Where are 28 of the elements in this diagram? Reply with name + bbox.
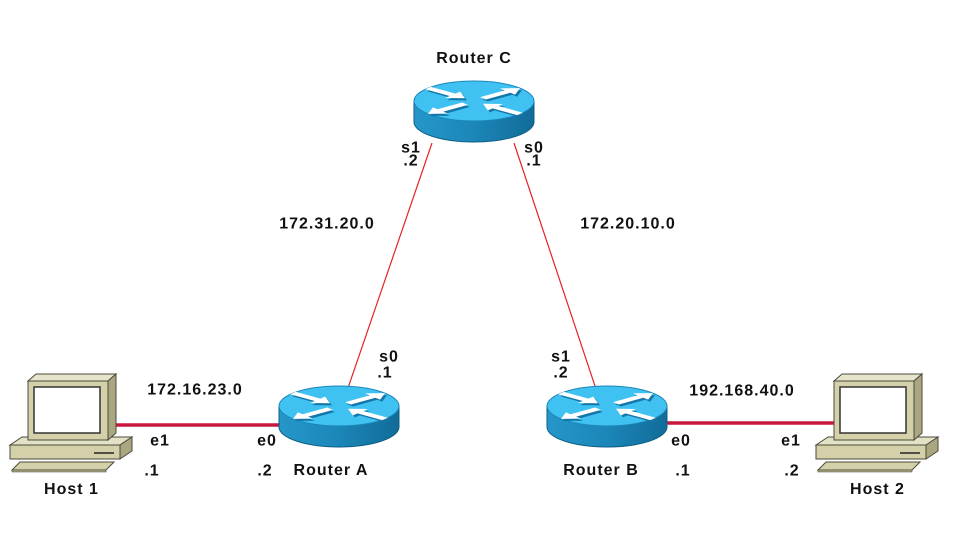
interface-label: e1 [781, 434, 801, 448]
interface-label: s0 [379, 350, 399, 364]
interface-label: .1 [144, 464, 160, 478]
node-label: Router C [436, 51, 512, 66]
interface-label: e1 [150, 434, 170, 448]
interface-label: e0 [257, 434, 277, 448]
edge-label: 172.31.20.0 [278, 216, 376, 232]
interface-label: .2 [553, 366, 569, 380]
interface-label: .1 [526, 154, 542, 168]
interface-label: .2 [403, 154, 419, 168]
interface-label: .1 [675, 464, 691, 478]
network-link [347, 142, 433, 388]
network-link [667, 421, 834, 425]
interface-label: e0 [671, 434, 691, 448]
edge-label: 172.16.23.0 [146, 382, 244, 398]
interface-label: s0 [524, 140, 544, 156]
interface-label: .2 [784, 464, 800, 478]
node-label: Host 1 [44, 482, 99, 497]
interface-label: .2 [257, 464, 273, 478]
edge-label: 192.168.40.0 [688, 384, 796, 398]
node-label: Host 2 [850, 482, 905, 497]
interface-label: s1 [401, 140, 421, 156]
edge-label: 172.20.10.0 [579, 216, 677, 232]
network-link [116, 423, 279, 427]
interface-label: .1 [377, 366, 393, 380]
node-label: Router B [563, 463, 639, 478]
node-label: Router A [294, 463, 368, 478]
interface-label: s1 [551, 350, 571, 364]
